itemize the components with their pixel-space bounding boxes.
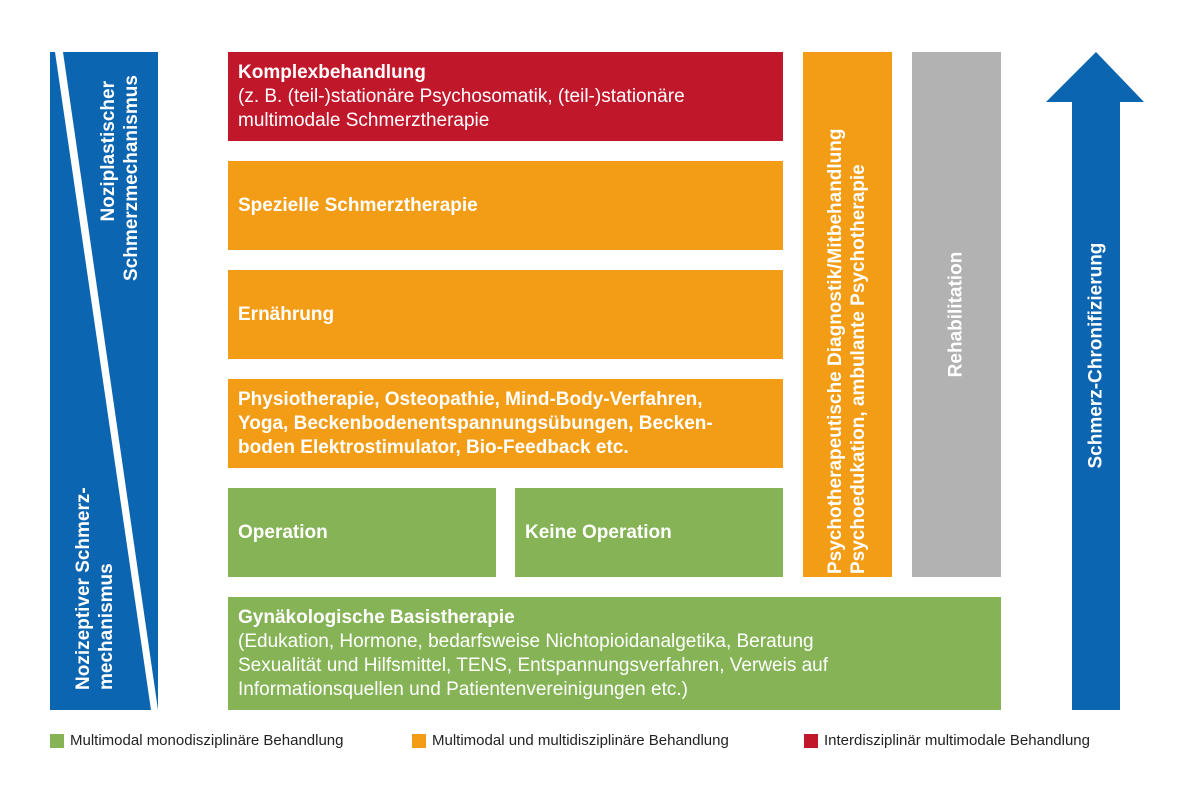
box-text: Sexualität und Hilfsmittel, TENS, Entspa… [238,654,829,676]
box-text: (z. B. (teil-)stationäre Psychosomatik, … [238,85,685,107]
box-title: Komplexbehandlung [238,61,426,83]
legend-swatch [50,733,64,748]
label-line: mechanismus [96,563,117,690]
box-text: Physiotherapie, Osteopathie, Mind-Body-V… [238,388,703,410]
psychotherapie-label: Psychotherapeutische Diagnostik/Mitbehan… [824,54,870,574]
box-title: Keine Operation [525,521,672,543]
label-line: Nozizeptiver Schmerz- [73,487,94,690]
legend-label: Interdisziplinär multimodale Behandlung [824,732,1090,749]
box-title: Gynäkologische Basistherapie [238,606,515,628]
box-komplexbehandlung: Komplexbehandlung (z. B. (teil-)stationä… [228,52,783,141]
nociceptive-wedge [50,52,151,710]
box-title: Ernährung [238,303,335,325]
box-physiotherapie: Physiotherapie, Osteopathie, Mind-Body-V… [228,379,783,468]
box-title: Operation [238,521,328,543]
label-line: Noziplastischer [98,81,119,222]
label-line: Rehabilitation [945,251,967,378]
box-rehabilitation [912,52,1001,577]
label-line: Psychotherapeutische Diagnostik/Mitbehan… [825,128,846,574]
box-psychotherapie [803,52,892,577]
box-text: multimodale Schmerztherapie [238,109,490,131]
box-text: Informationsquellen und Patientenvereini… [238,678,688,700]
box-basistherapie: Gynäkologische Basistherapie (Edukation,… [228,597,1001,710]
box-ernaehrung: Ernährung [228,270,783,359]
legend-swatch [804,733,818,748]
box-spezielle-schmerztherapie: Spezielle Schmerztherapie [228,161,783,250]
label-line: Psychoedukation, ambulante Psychotherapi… [848,164,869,574]
arrow-label: Schmerz-Chronifizierung [1085,242,1108,469]
box-text: boden Elektrostimulator, Bio-Feedback et… [238,436,629,458]
label-line: Schmerz-Chronifizierung [1085,242,1107,469]
box-text: (Edukation, Hormone, bedarfsweise Nichto… [238,630,814,652]
rehabilitation-label: Rehabilitation [945,215,968,415]
box-title: Spezielle Schmerztherapie [238,194,478,216]
legend-label: Multimodal und multidisziplinäre Behandl… [432,732,729,749]
box-text: Yoga, Beckenbodenentspannungsübungen, Be… [238,412,713,434]
legend-orange: Multimodal und multidisziplinäre Behandl… [412,732,729,749]
nociceptive-label: Nozizeptiver Schmerz- mechanismus [72,470,118,690]
chronification-arrow [1046,52,1144,710]
legend-green: Multimodal monodisziplinäre Behandlung [50,732,344,749]
legend-red: Interdisziplinär multimodale Behandlung [804,732,1090,749]
legend-swatch [412,733,426,748]
nociplastic-label: Noziplastischer Schmerzmechanismus [97,75,143,281]
box-operation: Operation [228,488,496,577]
legend-label: Multimodal monodisziplinäre Behandlung [70,732,344,749]
label-line: Schmerzmechanismus [121,75,142,281]
nociplastic-wedge [63,52,158,710]
box-keine-operation: Keine Operation [515,488,783,577]
